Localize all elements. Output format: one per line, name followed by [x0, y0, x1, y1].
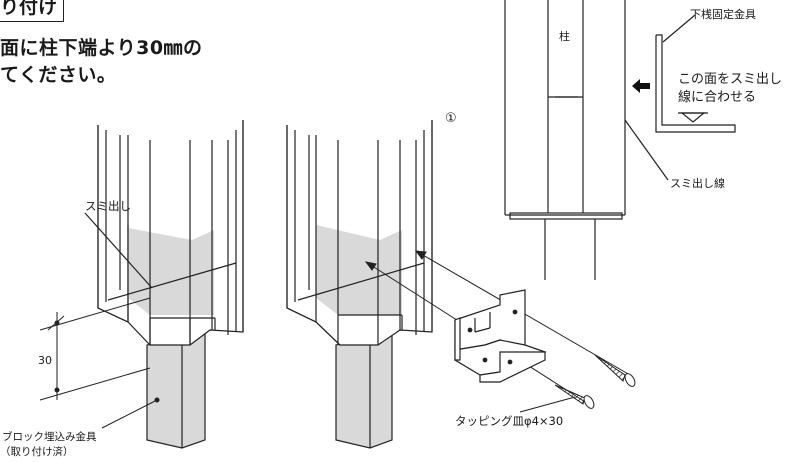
label-post: 柱	[559, 29, 570, 43]
left-sumidashi-mark	[107, 262, 237, 301]
alignment-arrow-icon	[632, 79, 650, 93]
label-align-note-1: この面をスミ出し	[678, 72, 782, 87]
label-sumidashi-line: スミ出し線	[670, 176, 725, 190]
post-detail-view	[504, 0, 736, 280]
middle-block-fitting	[335, 329, 393, 449]
bottom-fixing-bracket-illustration	[454, 289, 547, 383]
label-dimension-30: 30	[38, 354, 52, 367]
instruction-line-2: てください。	[0, 64, 117, 86]
instruction-line-1: 面に柱下端より30㎜の	[0, 37, 203, 59]
label-bottom-fixing-bracket: 下桟固定金具	[690, 7, 756, 21]
label-screw: タッピング皿φ4×30	[455, 414, 563, 428]
middle-post-illustration	[286, 120, 433, 449]
left-block-fitting	[146, 329, 206, 449]
label-block-fitting-2: （取り付け済）	[0, 445, 74, 458]
label-step-number: ①	[445, 111, 457, 126]
section-heading: り付け	[0, 0, 65, 22]
tapping-screws	[554, 354, 636, 409]
label-block-fitting-1: ブロック埋込み金具	[2, 430, 97, 443]
dimension-30	[39, 297, 151, 401]
label-sumidashi: スミ出し	[85, 199, 131, 213]
left-post-illustration	[84, 120, 244, 449]
label-align-note-2: 線に合わせる	[678, 89, 756, 105]
